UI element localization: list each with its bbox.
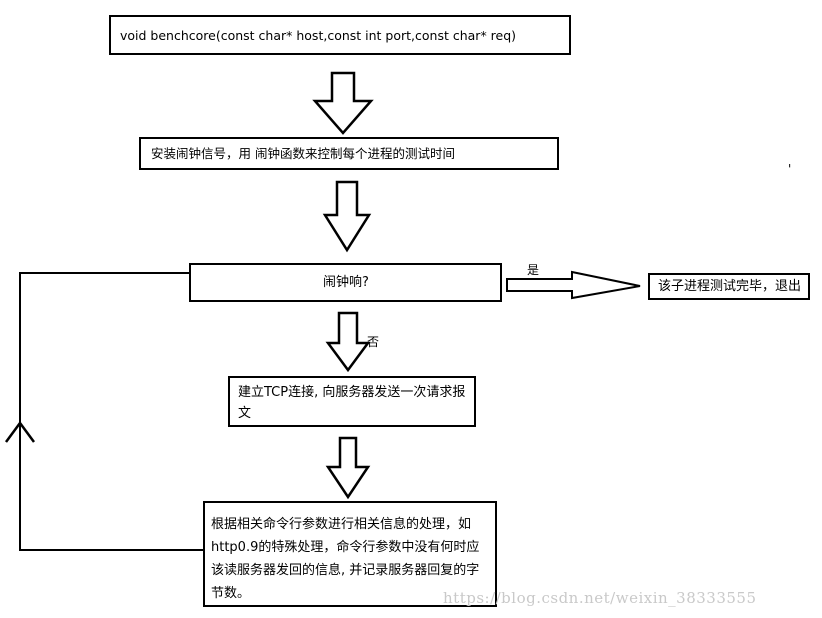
- connect-text: 建立TCP连接, 向服务器发送一次请求报文: [238, 385, 466, 421]
- down-arrow-1: [312, 71, 374, 135]
- func-signature-box: void benchcore(const char* host,const in…: [109, 15, 571, 55]
- install-alarm-text: 安装闹钟信号，用 闹钟函数来控制每个进程的测试时间: [151, 146, 455, 161]
- alarm-decision-text: 闹钟响?: [323, 275, 369, 290]
- stray-mark: ': [788, 162, 792, 176]
- child-exit-box: 该子进程测试完毕，退出: [648, 273, 810, 300]
- install-alarm-box: 安装闹钟信号，用 闹钟函数来控制每个进程的测试时间: [139, 137, 559, 170]
- edge-label-yes: 是: [527, 263, 540, 277]
- right-arrow-yes: [506, 270, 641, 300]
- child-exit-text: 该子进程测试完毕，退出: [658, 279, 802, 294]
- down-arrow-4: [325, 436, 371, 500]
- loop-up-chevron: [4, 420, 36, 443]
- process-box: 根据相关命令行参数进行相关信息的处理，如http0.9的特殊处理，命令行参数中没…: [203, 501, 497, 607]
- alarm-decision-box: 闹钟响?: [189, 263, 502, 302]
- loop-back-line: [19, 272, 205, 551]
- watermark: https://blog.csdn.net/weixin_38333555: [443, 589, 757, 607]
- down-arrow-2: [322, 180, 372, 253]
- func-signature-text: void benchcore(const char* host,const in…: [120, 28, 517, 43]
- down-arrow-no: [325, 311, 371, 373]
- process-text: 根据相关命令行参数进行相关信息的处理，如http0.9的特殊处理，命令行参数中没…: [211, 517, 480, 601]
- edge-label-no: 否: [367, 335, 380, 349]
- connect-box: 建立TCP连接, 向服务器发送一次请求报文: [228, 376, 476, 427]
